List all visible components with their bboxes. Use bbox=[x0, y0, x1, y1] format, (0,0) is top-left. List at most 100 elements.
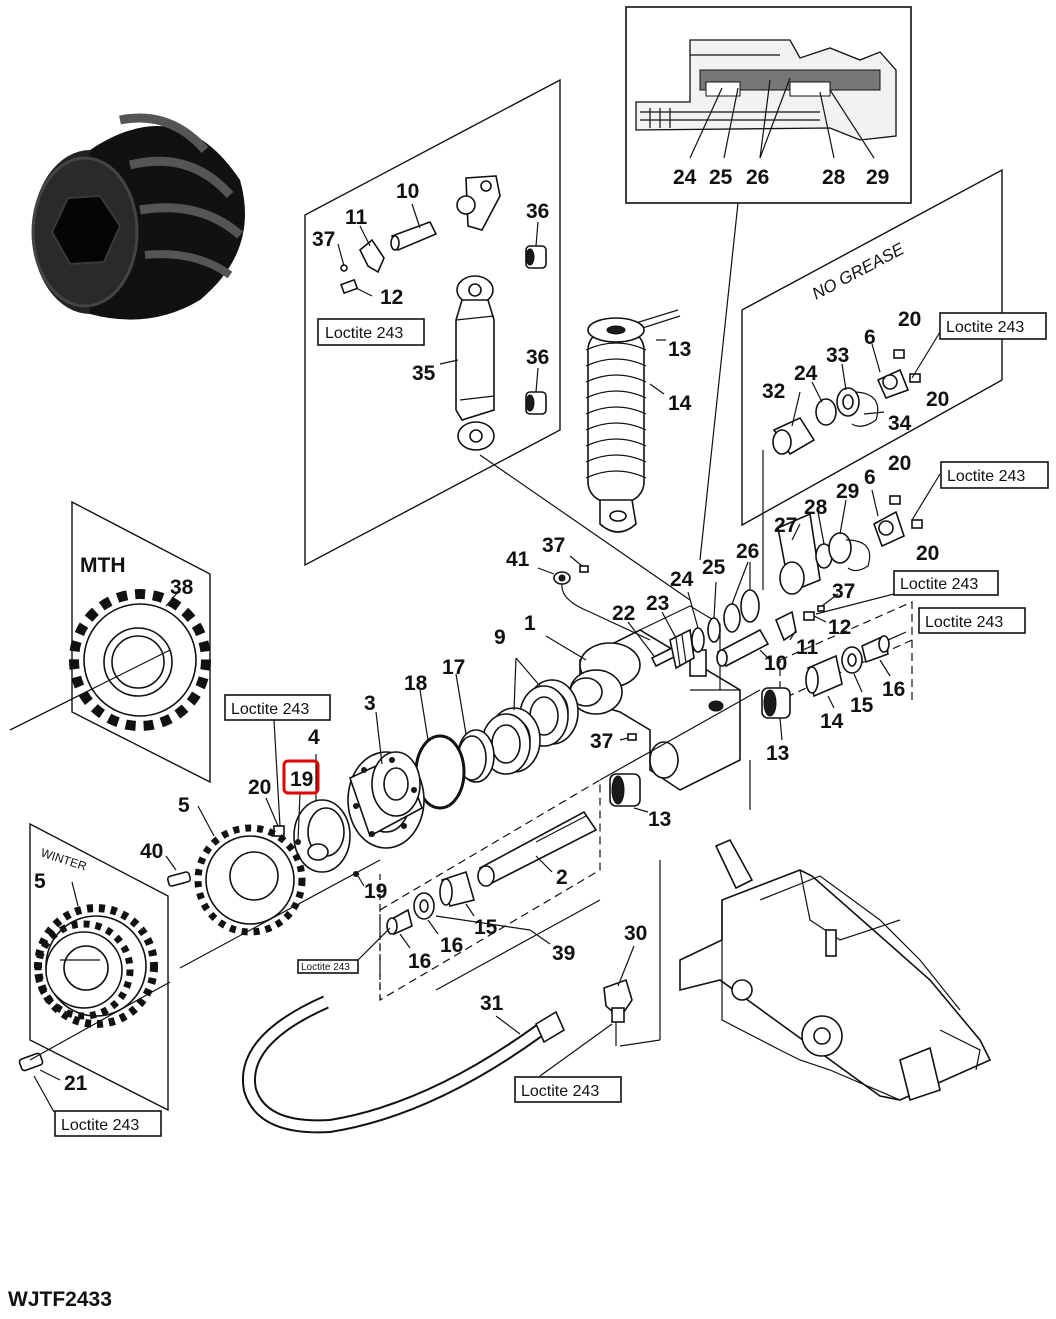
callout-37d: 37 bbox=[832, 580, 855, 603]
mth-sprocket-box: MTH 38 bbox=[9, 500, 211, 784]
callout-13: 13 bbox=[766, 742, 789, 765]
loctite-label-3: Loctite 243 bbox=[947, 468, 1025, 485]
cover-plate: 4 19 19 20 Loctite 243 bbox=[224, 694, 387, 903]
loctite-box-7 bbox=[297, 959, 359, 974]
loctite-box-3 bbox=[940, 461, 1049, 489]
callout-9: 9 bbox=[494, 626, 506, 649]
callout-1: 1 bbox=[524, 612, 536, 635]
callout-36: 36 bbox=[526, 200, 549, 223]
callout-18: 18 bbox=[404, 672, 428, 695]
pins-22-23: 22 23 bbox=[612, 592, 695, 670]
callout-16: 16 bbox=[882, 678, 905, 701]
grease-hose: 30 31 Loctite 243 bbox=[242, 922, 647, 1134]
callout-30: 30 bbox=[624, 922, 647, 945]
callout-10: 10 bbox=[396, 180, 419, 203]
callout-20b: 20 bbox=[926, 388, 949, 411]
loctite-label-2: Loctite 243 bbox=[946, 319, 1024, 336]
callout-29: 29 bbox=[866, 166, 889, 189]
no-grease-box: NO GREASE 32 24 bbox=[741, 168, 1049, 595]
callout-24c: 24 bbox=[670, 568, 694, 591]
fittings-41-37: 41 37 37 bbox=[506, 534, 651, 753]
callout-5b: 5 bbox=[34, 870, 46, 893]
bearing-stack: 9 17 18 3 bbox=[347, 626, 579, 849]
callout-13b: 13 bbox=[648, 808, 671, 831]
callout-23: 23 bbox=[646, 592, 669, 615]
callout-38: 38 bbox=[170, 576, 194, 599]
callout-21: 21 bbox=[64, 1072, 88, 1095]
callout-4: 4 bbox=[308, 726, 320, 749]
loctite-label-7: Loctite 243 bbox=[301, 962, 350, 973]
callout-20d: 20 bbox=[916, 542, 939, 565]
callout-25: 25 bbox=[709, 166, 733, 189]
callout-41: 41 bbox=[506, 548, 530, 571]
loctite-label-4: Loctite 243 bbox=[900, 576, 978, 593]
callout-37: 37 bbox=[312, 228, 335, 251]
diagram-code: WJTF2433 bbox=[8, 1288, 112, 1311]
callout-26: 26 bbox=[746, 166, 769, 189]
callout-33: 33 bbox=[826, 344, 849, 367]
callout-10b: 10 bbox=[764, 652, 787, 675]
bushing-13-center: 13 bbox=[609, 773, 671, 831]
callout-20c: 20 bbox=[888, 452, 911, 475]
callout-25b: 25 bbox=[702, 556, 726, 579]
callout-39: 39 bbox=[552, 942, 575, 965]
loctite-box-4 bbox=[893, 570, 999, 596]
callout-12: 12 bbox=[380, 286, 403, 309]
winter-label: WINTER bbox=[39, 846, 89, 874]
callout-28b: 28 bbox=[804, 496, 828, 519]
callout-22: 22 bbox=[612, 602, 635, 625]
callout-15: 15 bbox=[850, 694, 874, 717]
callout-34: 34 bbox=[888, 412, 912, 435]
callout-31: 31 bbox=[480, 992, 504, 1015]
loctite-box-2 bbox=[939, 312, 1047, 340]
mth-label: MTH bbox=[80, 554, 126, 577]
callout-36b: 36 bbox=[526, 346, 549, 369]
loctite-box-6 bbox=[224, 694, 331, 721]
winter-sprocket-box: WINTER 5 21 Loctite 243 bbox=[18, 822, 171, 1137]
callout-6b: 6 bbox=[864, 466, 876, 489]
highlight-box bbox=[282, 759, 320, 795]
bushings-right: 13 14 15 16 Loctite 243 bbox=[761, 601, 1026, 765]
callout-3: 3 bbox=[364, 692, 376, 715]
centerlines bbox=[9, 679, 761, 1047]
callout-17: 17 bbox=[442, 656, 465, 679]
callout-26b: 26 bbox=[736, 540, 759, 563]
bearing-section-inset: 24 25 26 28 29 bbox=[625, 6, 912, 204]
callout-24b: 24 bbox=[794, 362, 818, 385]
callout-32: 32 bbox=[762, 380, 785, 403]
callout-12b: 12 bbox=[828, 616, 851, 639]
callout-8: 14 bbox=[668, 392, 692, 415]
tractor-frame bbox=[679, 838, 992, 1102]
callout-14b: 15 bbox=[474, 916, 498, 939]
callout-40: 40 bbox=[140, 840, 163, 863]
callout-14: 14 bbox=[820, 710, 844, 733]
callout-19-highlighted: 19 bbox=[290, 768, 313, 791]
loctite-box-1 bbox=[317, 318, 425, 346]
callout-35: 35 bbox=[412, 362, 436, 385]
callout-28: 28 bbox=[822, 166, 846, 189]
loctite-box-5 bbox=[918, 607, 1026, 634]
loctite-label-6: Loctite 243 bbox=[231, 701, 309, 718]
callout-11: 11 bbox=[345, 206, 368, 229]
callout-24: 24 bbox=[673, 166, 697, 189]
loctite-label-8: Loctite 243 bbox=[61, 1117, 139, 1134]
loctite-box-9 bbox=[514, 1076, 622, 1103]
no-grease-label: NO GREASE bbox=[809, 239, 908, 304]
loctite-label-5: Loctite 243 bbox=[925, 614, 1003, 631]
axle-assembly: 2 15 16 16 39 Loctite 243 bbox=[297, 778, 601, 1002]
callout-27: 27 bbox=[774, 514, 797, 537]
callout-19: 19 bbox=[364, 880, 387, 903]
leader-inset bbox=[699, 202, 739, 561]
set-screw-photo bbox=[31, 113, 245, 320]
callout-37c: 37 bbox=[590, 730, 613, 753]
callout-16b: 16 bbox=[408, 950, 431, 973]
loctite-label-1: Loctite 243 bbox=[325, 325, 403, 342]
callout-15b: 16 bbox=[440, 934, 463, 957]
orings-24-26: 24 25 26 bbox=[670, 540, 760, 653]
callout-20a: 20 bbox=[898, 308, 921, 331]
loctite-label-9: Loctite 243 bbox=[521, 1083, 599, 1100]
spring-shock: 13 14 bbox=[585, 309, 692, 533]
callout-2: 2 bbox=[556, 866, 568, 889]
callout-6: 6 bbox=[864, 326, 876, 349]
